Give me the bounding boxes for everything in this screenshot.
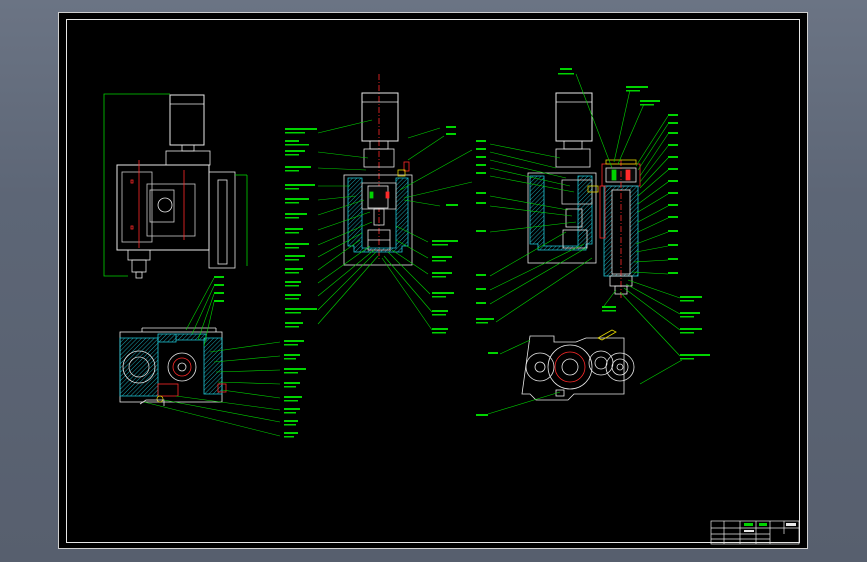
plan-view-right [521,329,635,401]
plan-right-callouts [476,339,683,416]
drawing-border [66,19,800,543]
gearbox-housing [343,174,413,266]
plan-section-left [119,327,227,406]
motor-body [169,94,205,146]
side-flange [208,171,236,269]
title-block [710,520,800,545]
drawing-sheet [58,12,808,549]
right-view-callouts [476,68,710,360]
plan-left-callouts [143,276,306,438]
motor-body [555,92,593,142]
motor-body [361,92,399,142]
section-view-center [343,74,413,266]
section-view-right [527,92,641,300]
front-elevation-view [103,93,248,279]
center-view-callouts [285,119,473,334]
